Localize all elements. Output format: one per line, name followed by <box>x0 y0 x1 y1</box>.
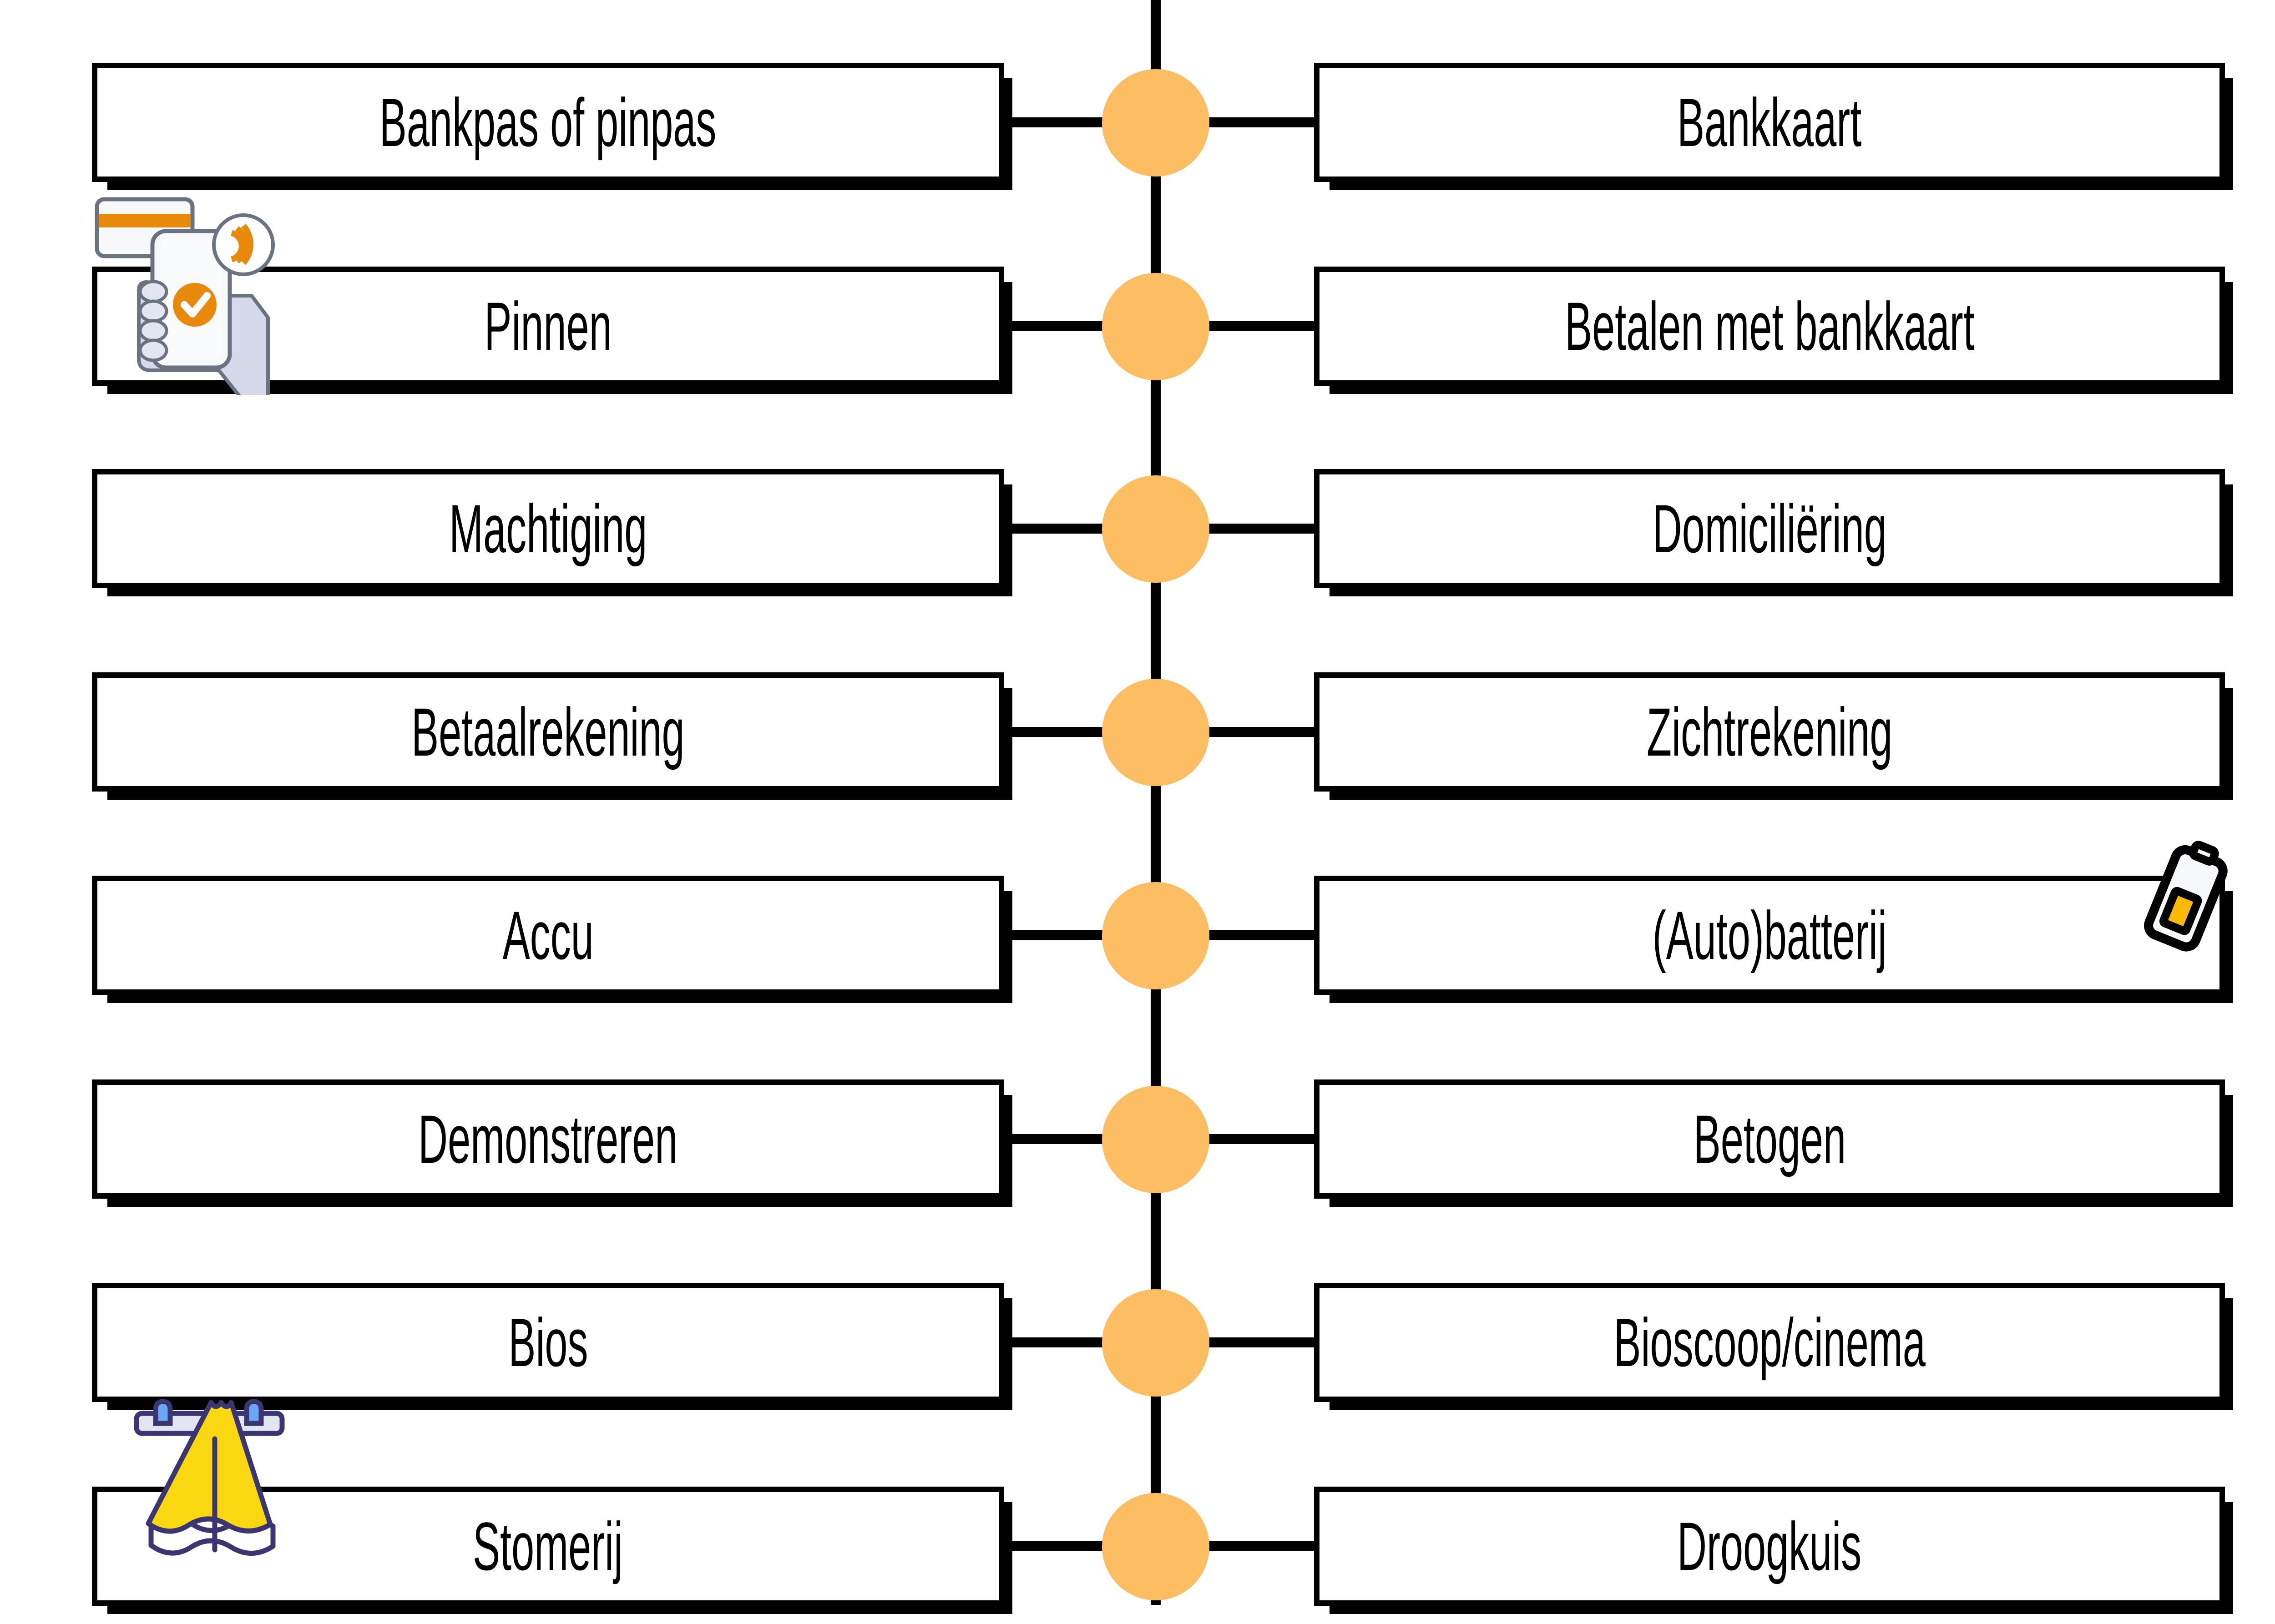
link-node[interactable] <box>1102 1289 1209 1397</box>
mapping-row: Pinnen Betalen met bankkaart <box>0 197 2275 404</box>
term-label-right: Betogen <box>1693 1101 1846 1177</box>
mapping-row: Bios Bioscoop/cinema <box>0 1266 2275 1420</box>
term-label-left: Bankpas of pinpas <box>379 84 717 161</box>
term-box-left[interactable]: Pinnen <box>92 267 1004 386</box>
term-box-right[interactable]: Bioscoop/cinema <box>1314 1283 2225 1402</box>
mapping-row: Stomerij Droogkuis <box>0 1399 2275 1624</box>
term-label-left: Machtiging <box>449 490 647 567</box>
mapping-row: Demonstreren Betogen <box>0 1062 2275 1217</box>
term-label-left: Pinnen <box>484 288 612 364</box>
term-box-right[interactable]: Bankkaart <box>1314 63 2225 182</box>
term-label-left: Bios <box>508 1304 588 1381</box>
term-box-left[interactable]: Accu <box>92 876 1004 995</box>
term-label-right: Bankkaart <box>1677 84 1862 161</box>
term-label-left: Betaalrekening <box>411 694 685 770</box>
link-node[interactable] <box>1102 1493 1209 1600</box>
term-label-right: Domiciliëring <box>1652 490 1887 567</box>
term-label-right: (Auto)batterij <box>1652 897 1887 973</box>
term-box-left[interactable]: Stomerij <box>92 1487 1004 1606</box>
term-box-left[interactable]: Betaalrekening <box>92 672 1004 792</box>
mapping-row: Accu (Auto)batterij <box>0 841 2275 1013</box>
link-node[interactable] <box>1102 1086 1209 1193</box>
term-box-right[interactable]: Zichtrekening <box>1314 672 2225 792</box>
term-box-right[interactable]: (Auto)batterij <box>1314 876 2225 995</box>
term-box-left[interactable]: Demonstreren <box>92 1079 1004 1199</box>
term-label-left: Demonstreren <box>418 1101 678 1177</box>
term-box-left[interactable]: Bios <box>92 1283 1004 1402</box>
term-box-left[interactable]: Machtiging <box>92 469 1004 588</box>
term-label-right: Zichtrekening <box>1646 694 1893 770</box>
term-label-right: Bioscoop/cinema <box>1613 1304 1926 1381</box>
mapping-row: Machtiging Domiciliëring <box>0 452 2275 606</box>
term-box-right[interactable]: Betogen <box>1314 1079 2225 1199</box>
term-box-right[interactable]: Betalen met bankkaart <box>1314 267 2225 386</box>
term-label-right: Droogkuis <box>1677 1508 1862 1584</box>
link-node[interactable] <box>1102 475 1209 583</box>
term-label-left: Stomerij <box>473 1508 623 1584</box>
term-box-right[interactable]: Domiciliëring <box>1314 469 2225 588</box>
center-spine-line <box>1151 0 1161 1605</box>
term-label-right: Betalen met bankkaart <box>1564 288 1975 364</box>
term-box-right[interactable]: Droogkuis <box>1314 1487 2225 1606</box>
link-node[interactable] <box>1102 679 1209 786</box>
mapping-row: Bankpas of pinpas Bankkaart <box>0 45 2275 200</box>
mapping-row: Betaalrekening Zichtrekening <box>0 655 2275 810</box>
link-node[interactable] <box>1102 273 1209 380</box>
term-box-left[interactable]: Bankpas of pinpas <box>92 63 1004 182</box>
term-label-left: Accu <box>502 897 594 973</box>
link-node[interactable] <box>1102 882 1209 989</box>
link-node[interactable] <box>1102 69 1209 177</box>
